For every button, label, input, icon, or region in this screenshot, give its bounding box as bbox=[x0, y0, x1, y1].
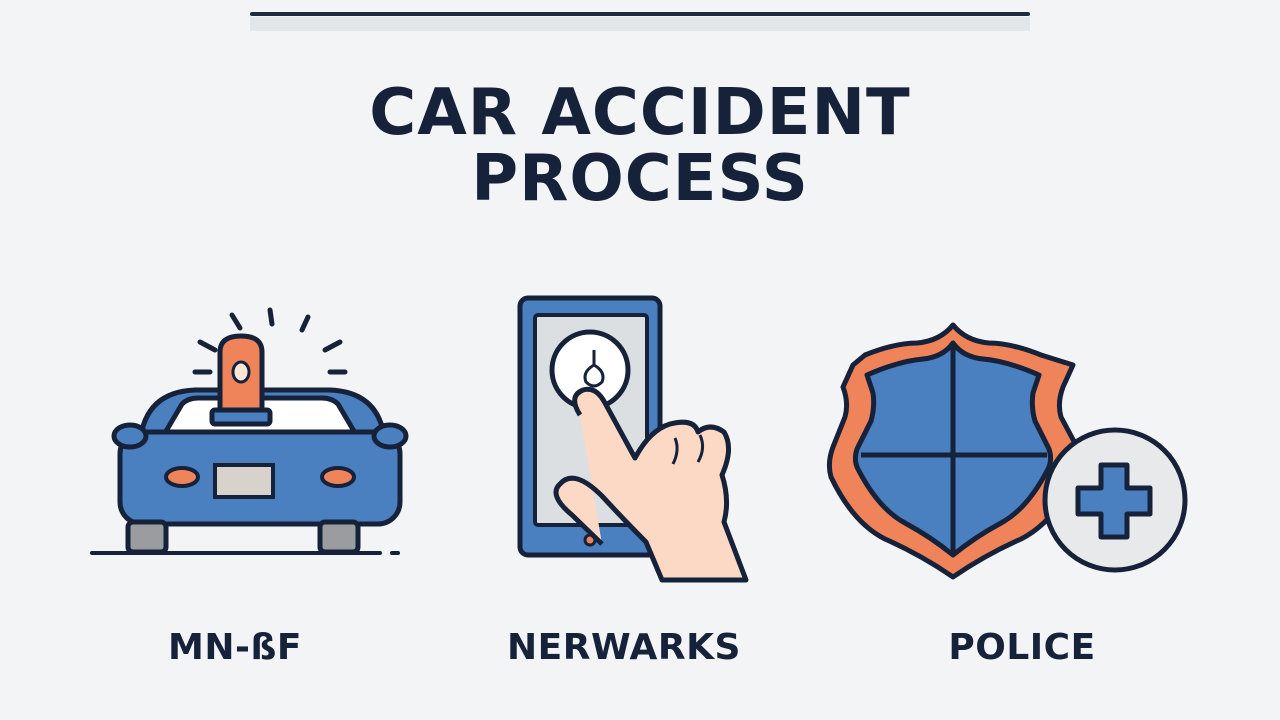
phone-tap-icon bbox=[517, 295, 749, 583]
shield-cross-icon bbox=[826, 322, 1188, 580]
page-title: CAR ACCIDENT PROCESS bbox=[369, 76, 911, 216]
car-with-siren-icon bbox=[90, 307, 409, 555]
step-label-1: MN-ßF bbox=[168, 627, 302, 668]
step-label-3: POLICE bbox=[948, 627, 1096, 668]
header-rule bbox=[250, 12, 1030, 16]
step-label-2: NERWARKS bbox=[507, 627, 741, 668]
header-rule-shadow bbox=[250, 17, 1030, 31]
